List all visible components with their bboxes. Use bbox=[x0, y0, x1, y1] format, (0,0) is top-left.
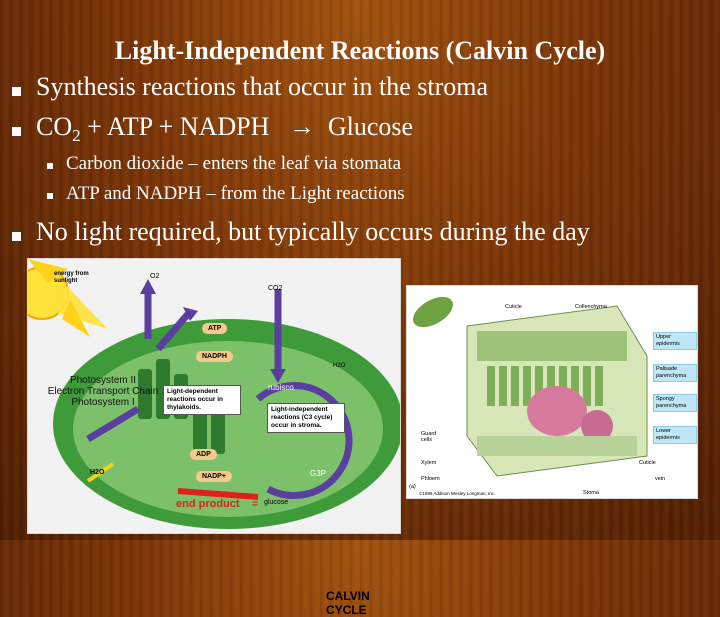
calvin-diagram-panel: energy from sunlight O2 CO2 ATP NADPH CA… bbox=[27, 258, 401, 617]
sub-bullet-atp: ATP and NADPH – from the Light reactions bbox=[66, 183, 405, 204]
calvin-cycle-arrows bbox=[86, 289, 353, 499]
label-guard-cells: Guard cells bbox=[421, 431, 437, 443]
figure-letter: (a) bbox=[409, 484, 416, 490]
label-upper-epidermis: Upper epidermis bbox=[653, 332, 697, 350]
bullet-stroma: Synthesis reactions that occur in the st… bbox=[36, 72, 489, 101]
palisade-cells bbox=[487, 366, 603, 406]
atp-badge: ATP bbox=[202, 323, 228, 334]
vein bbox=[527, 386, 587, 436]
label-vein: vein bbox=[655, 476, 666, 482]
label-rubisco: rubisco bbox=[268, 383, 294, 392]
light-dependent-box: Light-dependent reactions occur in thyla… bbox=[163, 385, 241, 415]
nadp-badge: NADP+ bbox=[196, 471, 232, 482]
label-energy: energy from sunlight bbox=[54, 271, 89, 284]
sun-icon bbox=[28, 259, 108, 337]
formula-sub: 2 bbox=[72, 126, 81, 146]
photosystem-labels: Photosystem II Electron Transport Chain … bbox=[28, 375, 178, 408]
bullet-formula: CO2 + ATP + NADPH → Glucose bbox=[36, 112, 413, 146]
label-co2: CO2 bbox=[268, 285, 283, 292]
label-lower-epidermis: Lower epidermis bbox=[653, 426, 697, 444]
leaf-structure-graphic bbox=[413, 296, 648, 477]
bullet-marker bbox=[12, 232, 21, 241]
slide-title: Light-Independent Reactions (Calvin Cycl… bbox=[114, 36, 606, 65]
formula-co: CO bbox=[36, 112, 73, 141]
bullet-marker bbox=[12, 87, 21, 96]
sub-bullet-marker bbox=[47, 163, 53, 169]
label-stoma: Stoma bbox=[583, 490, 599, 496]
electron-transport-chain: Electron Transport Chain bbox=[47, 386, 159, 397]
label-collenchyma: Collenchyma bbox=[575, 304, 607, 310]
label-phloem: Phloem bbox=[421, 476, 440, 482]
bullet-no-light: No light required, but typically occurs … bbox=[36, 217, 590, 246]
label-xylem: Xylem bbox=[421, 460, 437, 466]
leaf-icon bbox=[413, 296, 453, 328]
sub-bullet-co2: Carbon dioxide – enters the leaf via sto… bbox=[66, 153, 402, 174]
bullet-marker bbox=[12, 127, 21, 136]
photosystem-ii: Photosystem II bbox=[69, 375, 137, 386]
formula-rest: + ATP + NADPH → Glucose bbox=[80, 112, 414, 141]
end-product-label: end product bbox=[176, 498, 240, 510]
sub-bullet-marker bbox=[47, 193, 53, 199]
h2o-arrow bbox=[86, 462, 115, 483]
copyright-text: ©1999 Addison Wesley Longman, Inc. bbox=[419, 491, 496, 496]
light-independent-box: Light-independent reactions (C3 cycle) o… bbox=[267, 403, 345, 433]
label-h2o-left: H2O bbox=[90, 469, 105, 476]
end-product-eq: = bbox=[252, 499, 258, 510]
label-cuticle-top: Cuticle bbox=[505, 304, 522, 310]
leaf-cross-section-panel: Cuticle Collenchyma Upper epidermis Pali… bbox=[406, 285, 698, 499]
glucose-arrow bbox=[177, 488, 259, 500]
label-o2: O2 bbox=[150, 273, 160, 280]
label-spongy: Spongy parenchyma bbox=[653, 394, 697, 412]
label-h2o-right: H2O bbox=[333, 363, 346, 369]
adp-badge: ADP bbox=[190, 449, 217, 460]
label-g3p: G3P bbox=[310, 469, 327, 478]
label-palisade: Palisade parenchyma bbox=[653, 364, 697, 382]
photosystem-i: Photosystem I bbox=[71, 397, 135, 408]
calvin-arrowheads bbox=[140, 279, 286, 383]
label-cuticle-bottom: Cuticle bbox=[639, 460, 656, 466]
glucose-label: glucose bbox=[264, 499, 289, 506]
calvin-cycle-title: CALVIN CYCLE bbox=[326, 589, 370, 617]
nadph-badge: NADPH bbox=[196, 351, 233, 362]
